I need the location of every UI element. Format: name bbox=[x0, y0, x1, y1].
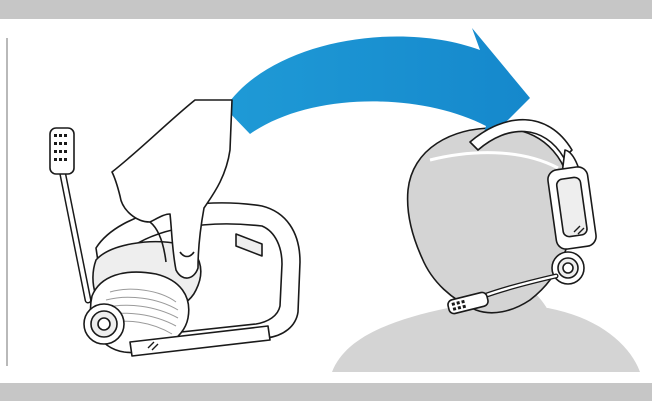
bottom-footer-band bbox=[0, 383, 652, 401]
person-silhouette bbox=[332, 128, 640, 372]
